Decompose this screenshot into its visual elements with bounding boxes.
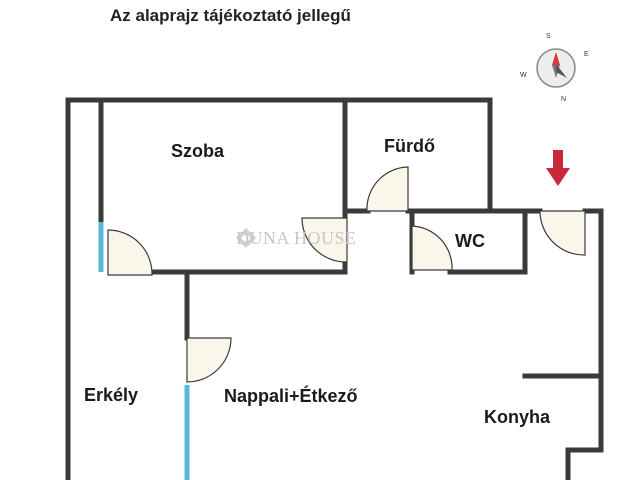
room-label-szoba: Szoba: [171, 141, 225, 161]
room-label-konyha: Konyha: [484, 407, 551, 427]
compass-label-n: N: [561, 96, 566, 103]
room-label-erkely: Erkély: [84, 385, 139, 405]
watermark-text: DUNA HOUSE: [236, 228, 357, 248]
doors: [107, 166, 586, 383]
room-label-furdo: Fürdő: [384, 136, 435, 156]
entrance-arrow: [546, 150, 570, 186]
room-label-nappali: Nappali+Étkező: [224, 386, 358, 406]
compass-label-w: W: [520, 72, 527, 79]
windows: [98, 222, 190, 480]
compass-label-e: E: [584, 51, 589, 58]
szoba-door: [107, 229, 153, 276]
szoba-hall-door: [301, 217, 348, 263]
plan-disclaimer-title: Az alaprajz tájékoztató jellegű: [110, 6, 351, 25]
furdo-door: [366, 166, 409, 212]
wc-door: [411, 225, 453, 271]
compass-label-s: S: [546, 33, 551, 40]
living-door: [186, 337, 232, 383]
compass-rose-icon: S E N W: [520, 33, 589, 103]
watermark-logo-icon: [236, 228, 256, 248]
room-label-wc: WC: [455, 231, 485, 251]
entrance-door: [539, 210, 586, 256]
